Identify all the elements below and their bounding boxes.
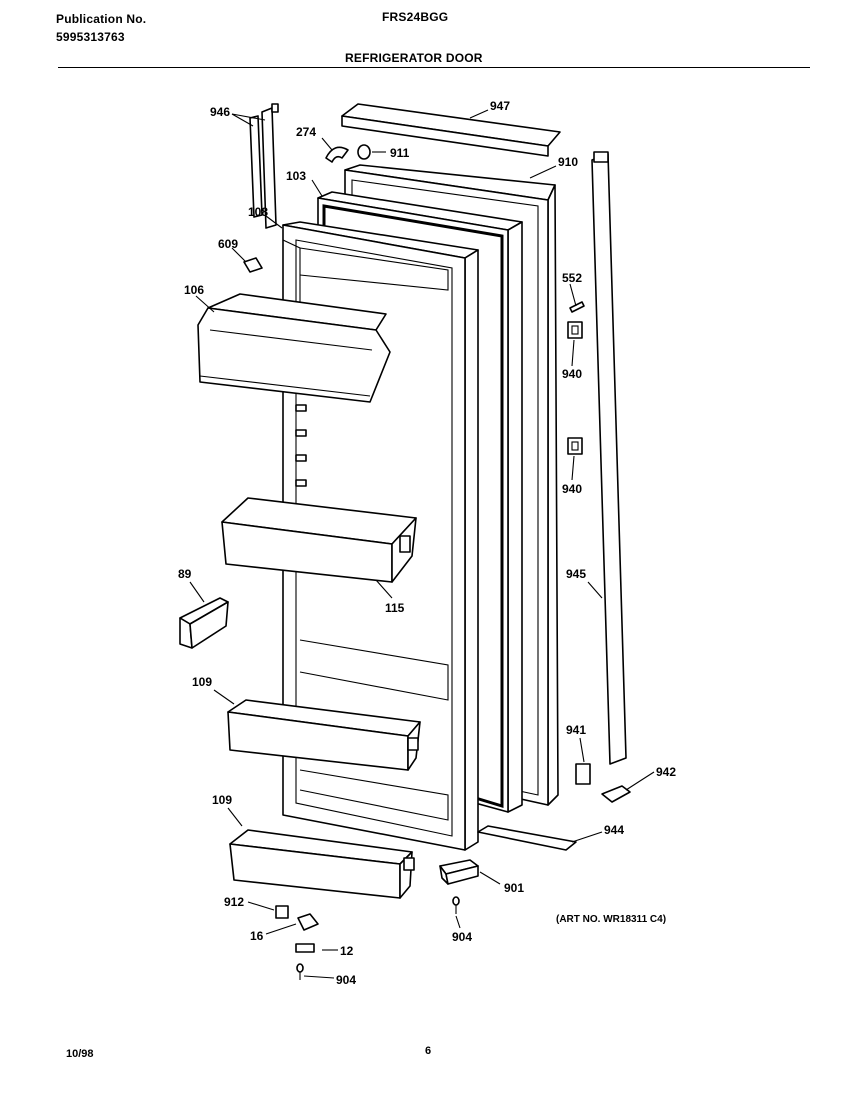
hinge-942 xyxy=(601,785,631,803)
model-number: FRS24BGG xyxy=(382,10,449,24)
callout-910: 910 xyxy=(558,155,578,169)
header-rule xyxy=(58,67,810,68)
door-shelf-bin-115 xyxy=(221,497,417,583)
callout-109-upper: 109 xyxy=(192,675,212,689)
footer-date: 10/98 xyxy=(66,1048,94,1060)
door-top-cap-947 xyxy=(341,103,561,157)
page-number: 6 xyxy=(425,1045,432,1057)
plug-911 xyxy=(357,144,371,160)
bracket-940-upper xyxy=(567,321,583,339)
callout-106: 106 xyxy=(184,283,204,297)
callout-940-lower: 940 xyxy=(562,482,582,496)
small-bin-89 xyxy=(179,597,229,649)
callout-16: 16 xyxy=(250,929,264,943)
callout-941: 941 xyxy=(566,723,586,737)
callout-109-lower: 109 xyxy=(212,793,232,807)
callout-609: 609 xyxy=(218,237,238,251)
callout-944: 944 xyxy=(604,823,624,837)
callout-940-upper: 940 xyxy=(562,367,582,381)
callout-12: 12 xyxy=(340,944,354,958)
callout-912: 912 xyxy=(224,895,244,909)
screw-552 xyxy=(569,301,585,313)
bracket-940-lower xyxy=(567,437,583,455)
screw-904-middle xyxy=(452,896,460,914)
bushing-912 xyxy=(275,905,289,919)
callout-911: 911 xyxy=(390,146,410,160)
publication-number: 5995313763 xyxy=(56,30,125,44)
leader-lines xyxy=(189,109,655,979)
trim-strip-946 xyxy=(249,103,279,229)
callout-89: 89 xyxy=(178,567,192,581)
hinge-cover-901 xyxy=(439,859,479,885)
clip-609 xyxy=(243,257,263,273)
dairy-door-106 xyxy=(197,293,391,403)
publication-label: Publication No. xyxy=(56,12,147,26)
callout-103: 103 xyxy=(286,169,306,183)
side-trim-945 xyxy=(591,151,627,765)
door-bin-109-lower xyxy=(229,829,415,899)
art-number: (ART NO. WR18311 C4) xyxy=(556,914,667,925)
callout-947: 947 xyxy=(490,99,510,113)
callout-552: 552 xyxy=(562,271,582,285)
bottom-trim-944 xyxy=(477,825,577,851)
hinge-bushing-274 xyxy=(325,146,349,163)
callout-946: 946 xyxy=(210,105,230,119)
callout-274: 274 xyxy=(296,125,316,139)
callout-115: 115 xyxy=(385,601,405,615)
screw-904-lower xyxy=(296,963,304,980)
callout-108: 108 xyxy=(248,205,268,219)
callout-904-lower: 904 xyxy=(336,973,356,987)
section-title: REFRIGERATOR DOOR xyxy=(345,51,483,65)
spacer-12 xyxy=(295,943,315,953)
callout-904-middle: 904 xyxy=(452,930,472,944)
cam-16 xyxy=(297,913,319,931)
callout-labels: 946 947 274 911 910 103 108 609 552 106 … xyxy=(178,99,676,987)
door-bin-109-upper xyxy=(227,699,421,771)
bracket-941 xyxy=(575,763,591,785)
liner-shelf-ribs xyxy=(295,404,307,487)
callout-942: 942 xyxy=(656,765,676,779)
callout-901: 901 xyxy=(504,881,524,895)
callout-945: 945 xyxy=(566,567,586,581)
